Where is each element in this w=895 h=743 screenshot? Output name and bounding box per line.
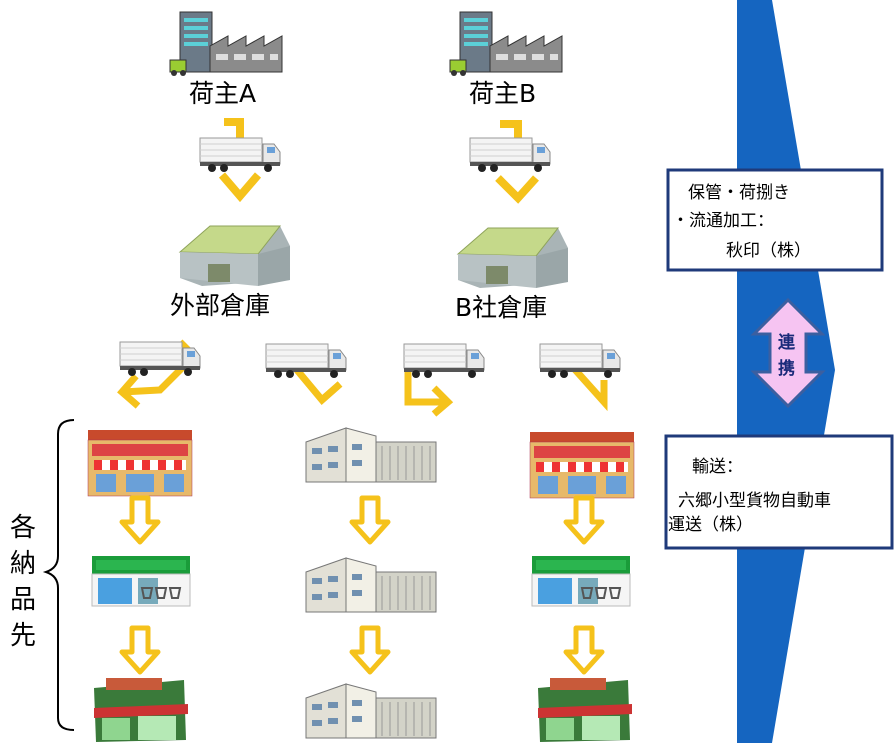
destinations-label: 各 納 品 先 [10, 513, 36, 651]
destinations-label-char: 先 [10, 621, 36, 651]
down-arrow-icon [566, 628, 602, 672]
truck-icon [265, 343, 347, 379]
down-arrow-icon [352, 628, 388, 672]
shipper-a-label: 荷主A [189, 79, 256, 108]
down-arrow-icon [352, 498, 388, 542]
shop-icon [538, 678, 632, 742]
warehouse-external-label: 外部倉庫 [170, 291, 270, 320]
down-arrow-icon [566, 498, 602, 542]
office-building-icon [305, 557, 437, 613]
shipper-b-label: 荷主B [469, 79, 536, 108]
transport-role-line: 輸送： [692, 457, 743, 477]
down-arrow-icon [122, 628, 158, 672]
link-label-char: 連 [778, 332, 796, 353]
supermarket-icon [87, 429, 193, 497]
truck-icon [469, 137, 551, 173]
link-arrow: 連 携 [750, 297, 826, 409]
storage-role-line: 保管・荷捌き [688, 183, 790, 203]
transport-role-line: 運送（株） [668, 515, 753, 535]
link-label-char: 携 [778, 358, 795, 379]
destinations-label-char: 納 [10, 549, 36, 579]
warehouse-icon [457, 227, 569, 289]
supermarket-icon [531, 555, 631, 607]
office-building-icon [305, 683, 437, 739]
office-building-icon [305, 427, 437, 483]
truck-icon [199, 137, 281, 173]
warehouse-icon [179, 225, 291, 287]
down-arrow-icon [122, 498, 158, 542]
storage-role-box: 保管・荷捌き ・流通加工： 秋印（株） [666, 168, 884, 272]
warehouse-b-label: B社倉庫 [455, 293, 547, 322]
truck-icon [403, 343, 485, 379]
storage-role-line: ・流通加工： [672, 211, 774, 231]
shop-icon [94, 678, 188, 742]
storage-role-line: 秋印（株） [726, 241, 811, 261]
supermarket-icon [529, 431, 635, 499]
destinations-label-char: 各 [10, 513, 36, 543]
transport-role-line: 六郷小型貨物自動車 [678, 491, 831, 511]
supermarket-icon [91, 555, 191, 607]
destinations-label-char: 品 [10, 585, 36, 615]
transport-role-box: 輸送： 六郷小型貨物自動車 運送（株） [664, 434, 894, 550]
factory-icon [449, 11, 563, 77]
destinations-bracket [42, 419, 75, 731]
factory-icon [169, 11, 283, 77]
